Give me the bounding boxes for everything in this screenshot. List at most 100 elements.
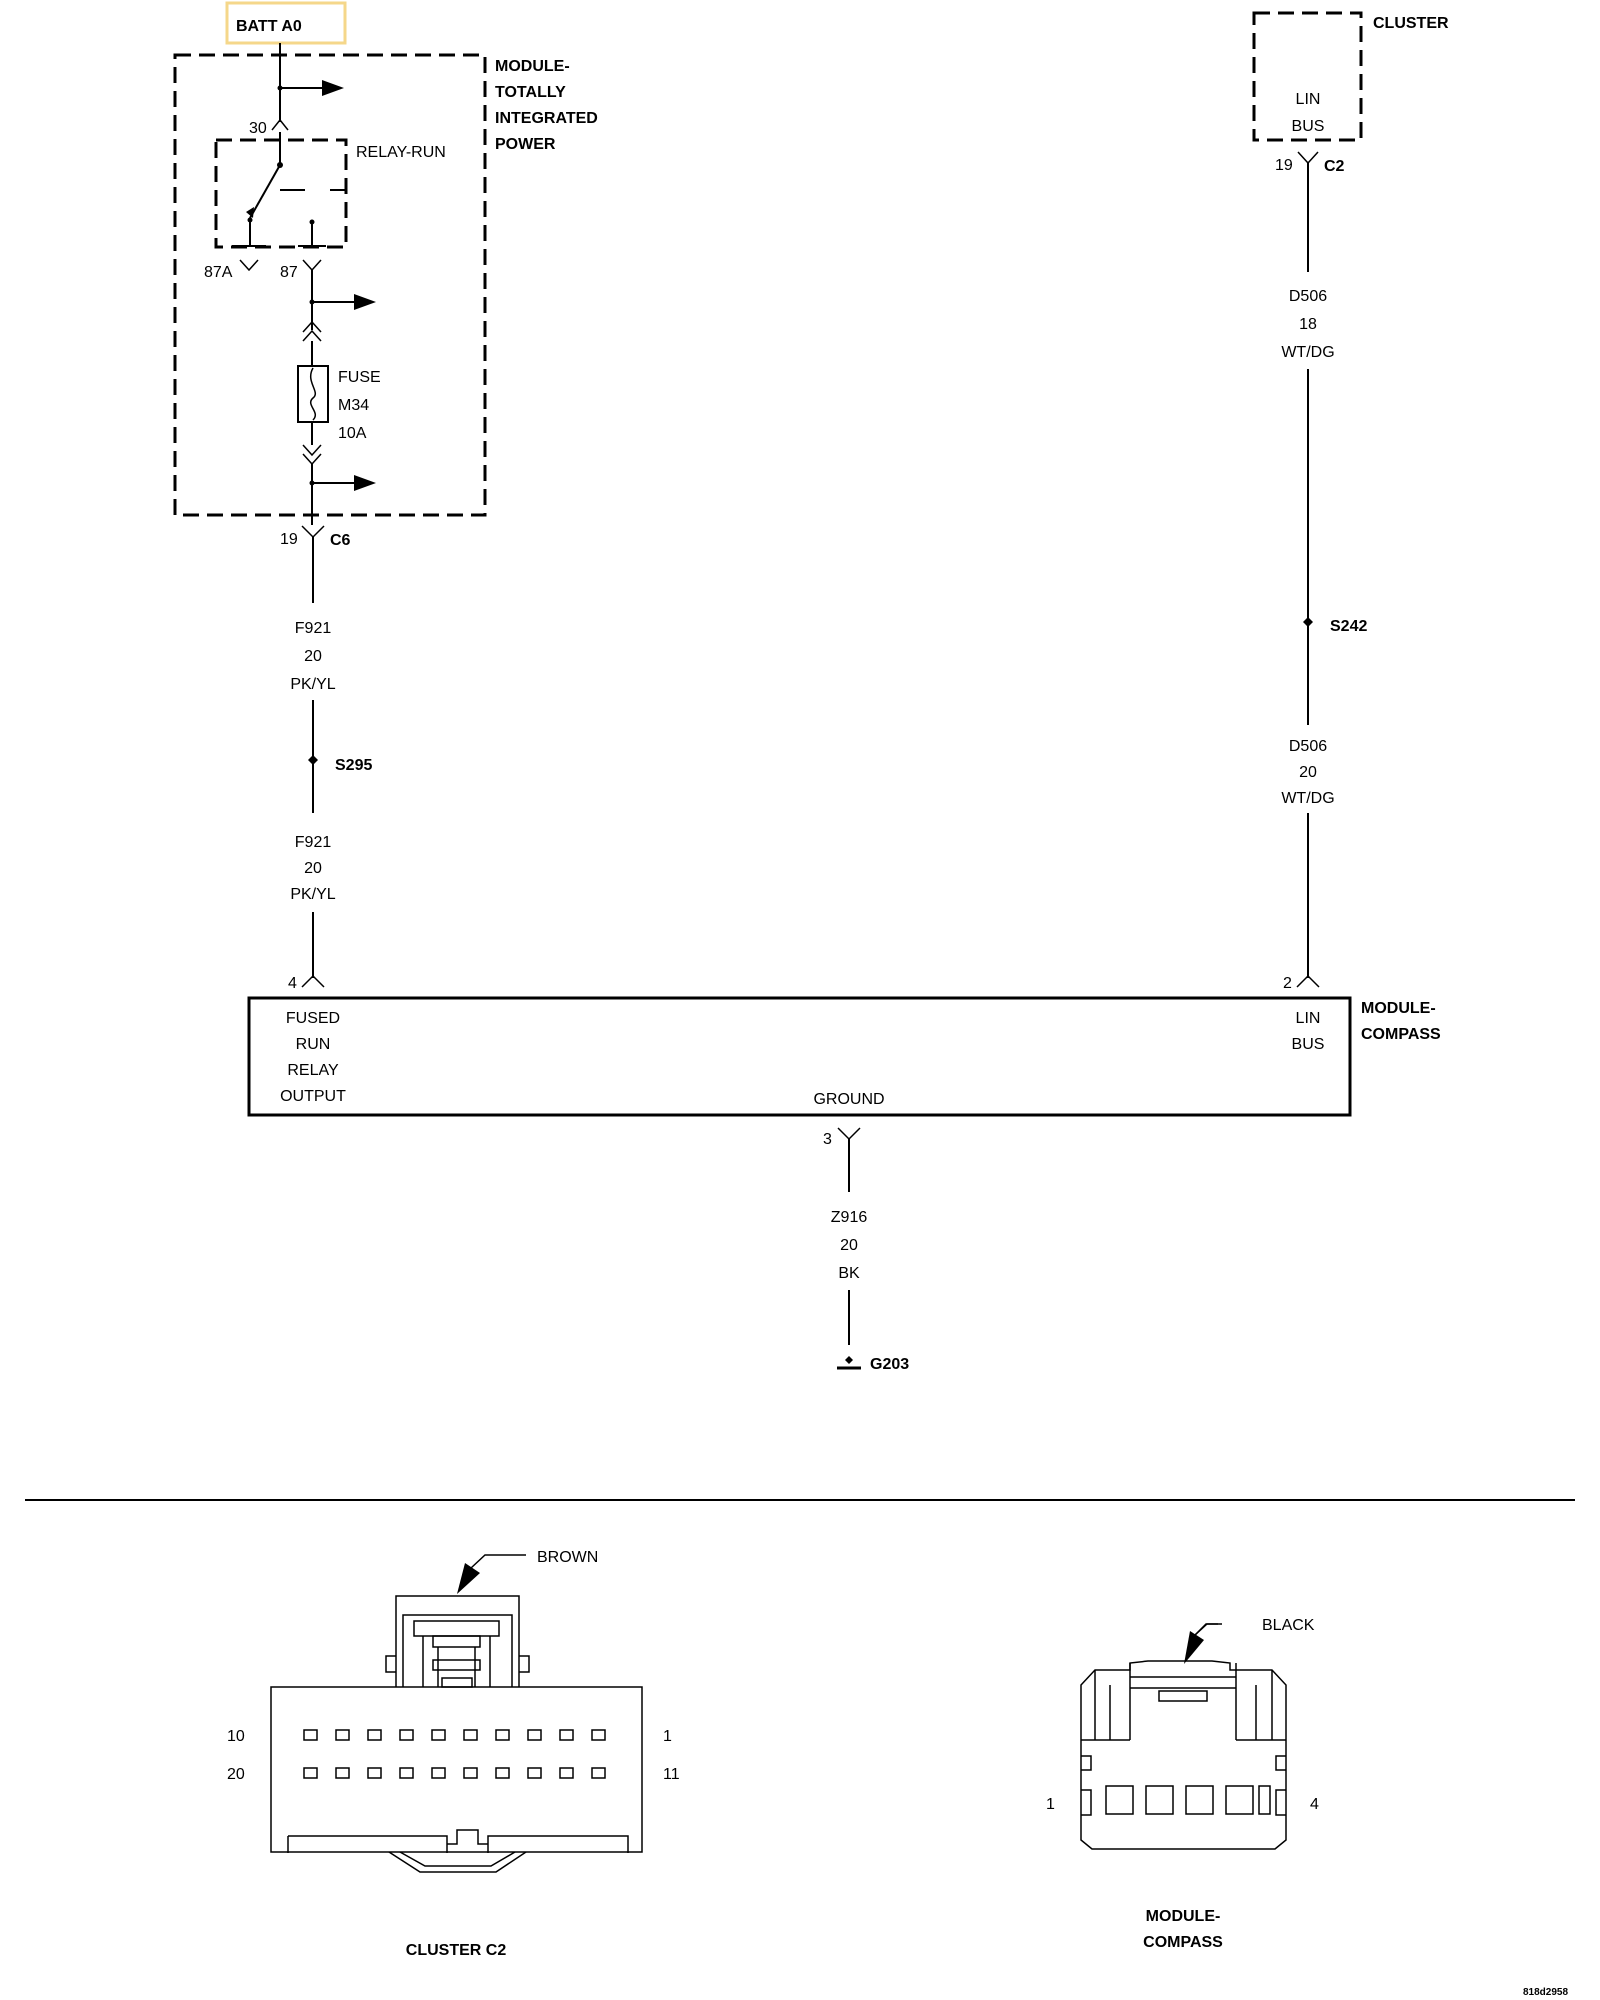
c2-cavity xyxy=(495,1767,510,1779)
c2-row2-right-pin: 11 xyxy=(663,1766,680,1783)
compass-right-function-1: LIN xyxy=(1296,1010,1321,1027)
compass-pin-3-label: 3 xyxy=(823,1131,832,1148)
black-callout-leader xyxy=(1193,1623,1222,1637)
z916-gauge: 20 xyxy=(840,1237,858,1254)
pin-87a-connector-symbol xyxy=(239,259,259,272)
compass-left-function-3: RELAY xyxy=(287,1062,339,1079)
fuse-label-line-1: FUSE xyxy=(338,369,381,386)
z916-circuit: Z916 xyxy=(831,1209,868,1226)
cluster-c2-connector-symbol xyxy=(1297,151,1319,165)
s295-splice-icon xyxy=(308,755,318,765)
d506-upper-circuit: D506 xyxy=(1289,288,1327,305)
c2-cavity xyxy=(527,1729,542,1741)
c2-latch-slot-mid xyxy=(432,1659,481,1671)
d506-lower-color: WT/DG xyxy=(1281,790,1334,807)
brown-color-label: BROWN xyxy=(537,1549,598,1566)
d506-lower-circuit: D506 xyxy=(1289,738,1327,755)
c2-latch-slot-top xyxy=(432,1635,481,1648)
brown-callout-arrowhead xyxy=(457,1563,480,1594)
c2-cavity-row-2 xyxy=(303,1767,606,1779)
g203-ground-label: G203 xyxy=(870,1356,909,1373)
compass-pin-4-label: 4 xyxy=(288,975,297,992)
compass-module-box xyxy=(247,996,1352,1117)
c2-bottom-skirt xyxy=(388,1851,527,1873)
compass-connector-view: BLACK 1 4 MODULE- COMPASS xyxy=(1046,1617,1319,1951)
compass-cavity-row xyxy=(1105,1785,1271,1815)
pin-30-connector-symbol xyxy=(271,118,289,131)
black-color-label: BLACK xyxy=(1262,1617,1315,1634)
s295-splice-label: S295 xyxy=(335,757,372,774)
c2-cavity xyxy=(303,1767,318,1779)
compass-cavity xyxy=(1185,1785,1214,1815)
tipm-title-line-1: MODULE- xyxy=(495,58,570,75)
g203-ground-dot xyxy=(845,1356,853,1364)
c2-latch-housing xyxy=(395,1595,520,1687)
c6-pin-label: 19 xyxy=(280,531,298,548)
relay-87-dot xyxy=(309,219,315,225)
compass-cavity xyxy=(1225,1785,1254,1815)
compass-cavity xyxy=(1105,1785,1134,1815)
c2-bottom-skirt-inner xyxy=(399,1851,516,1867)
c2-cavity xyxy=(463,1729,478,1741)
c2-cavity xyxy=(559,1729,574,1741)
c2-bottom-rail xyxy=(287,1835,629,1853)
c2-cavity-row-1 xyxy=(303,1729,606,1741)
c2-cavity xyxy=(463,1767,478,1779)
batt-branch-arrow xyxy=(322,80,344,96)
brown-callout-leader xyxy=(470,1554,526,1569)
c2-latch-inner xyxy=(402,1614,513,1687)
compass-right-function-2: BUS xyxy=(1292,1036,1325,1053)
cluster-module-border xyxy=(1252,11,1363,142)
relay-switch-arrowhead xyxy=(246,207,254,218)
black-callout-leader-line xyxy=(1193,1623,1218,1637)
c2-bottom-key xyxy=(447,1829,488,1845)
fuse-lower-connector-symbol xyxy=(302,444,322,466)
c2-cavity xyxy=(367,1729,382,1741)
cluster-function-line-1: LIN xyxy=(1296,91,1321,108)
c2-cavity xyxy=(335,1767,350,1779)
d506-upper-color: WT/DG xyxy=(1281,344,1334,361)
d506-lower-gauge: 20 xyxy=(1299,764,1317,781)
c2-row1-left-pin: 10 xyxy=(227,1728,245,1745)
tipm-title-line-4: POWER xyxy=(495,136,556,153)
c2-cavity xyxy=(527,1767,542,1779)
black-callout-arrowhead xyxy=(1184,1631,1204,1664)
f921-lower-color: PK/YL xyxy=(290,886,335,903)
c2-cavity xyxy=(591,1729,606,1741)
compass-side-notches xyxy=(1081,1755,1286,1816)
fuse-label-line-2: M34 xyxy=(338,397,369,414)
f921-upper-circuit: F921 xyxy=(295,620,332,637)
compass-left-function-2: RUN xyxy=(296,1036,331,1053)
c2-cavity xyxy=(431,1729,446,1741)
compass-pin-4-connector-symbol xyxy=(301,974,325,988)
c2-side-ears xyxy=(385,1655,530,1673)
f921-lower-circuit: F921 xyxy=(295,834,332,851)
cluster-function-line-2: BUS xyxy=(1292,118,1325,135)
c2-cavity xyxy=(591,1767,606,1779)
fuse-m34-body xyxy=(297,365,329,423)
compass-left-pin: 1 xyxy=(1046,1796,1055,1813)
c2-connector-body xyxy=(270,1686,643,1853)
relay-switch-arm xyxy=(249,164,281,219)
compass-left-function-1: FUSED xyxy=(286,1010,340,1027)
cluster-c2-connector-label: C2 xyxy=(1324,158,1345,175)
compass-right-pin: 4 xyxy=(1310,1796,1319,1813)
c2-cavity xyxy=(399,1729,414,1741)
batt-a0-box xyxy=(225,1,347,45)
compass-top-inner-bar xyxy=(1129,1663,1237,1740)
batt-a0-label: BATT A0 xyxy=(236,18,302,35)
cluster-c2-pin-label: 19 xyxy=(1275,157,1293,174)
pin-30-label: 30 xyxy=(249,120,267,137)
pin-87a-label: 87A xyxy=(204,264,233,281)
s242-splice-label: S242 xyxy=(1330,618,1367,635)
cluster-c2-connector-view: BROWN 10 1 20 11 CLUSTER C2 xyxy=(227,1549,680,1959)
c2-cavity xyxy=(303,1729,318,1741)
relay-87a-dot xyxy=(247,217,253,223)
c2-row2-left-pin: 20 xyxy=(227,1766,245,1783)
compass-pin-2-label: 2 xyxy=(1283,975,1292,992)
relay-run-border xyxy=(214,138,348,249)
compass-ground-function: GROUND xyxy=(813,1091,884,1108)
compass-left-ear xyxy=(1081,1670,1130,1741)
compass-module-title-2: COMPASS xyxy=(1361,1026,1441,1043)
